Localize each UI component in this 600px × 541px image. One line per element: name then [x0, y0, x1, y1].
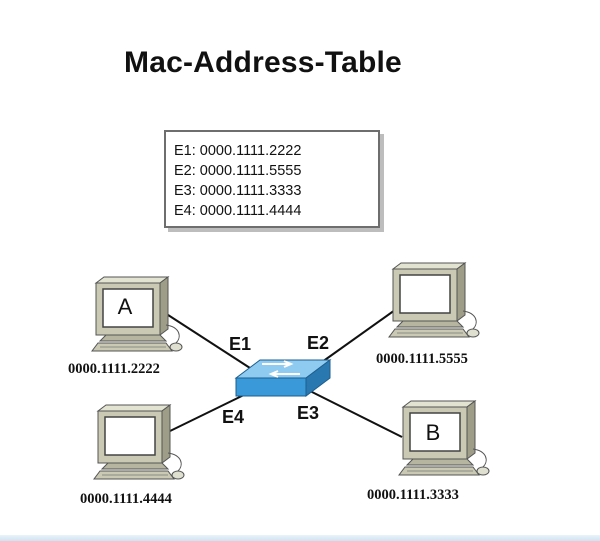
port-label-e1: E1 [229, 334, 252, 354]
port-label-e2: E2 [307, 333, 330, 353]
computer-a-letter: A [118, 294, 133, 319]
computer-a-icon [91, 276, 183, 352]
bottom-strip [0, 535, 600, 541]
diagram-title: Mac-Address-Table [124, 46, 402, 79]
host-b-mac: 0000.1111.3333 [367, 487, 459, 503]
port-label-e4: E4 [222, 407, 245, 427]
host-top-right-mac: 0000.1111.5555 [376, 351, 468, 367]
cable-e4 [167, 391, 251, 433]
mac-table-entry-e4: E4: 0000.1111.4444 [174, 203, 302, 219]
computer-b-icon [398, 400, 490, 476]
host-bottom-left-mac: 0000.1111.4444 [80, 491, 172, 507]
cable-e1 [164, 312, 251, 369]
host-a-mac: 0000.1111.2222 [68, 361, 160, 377]
cable-e3 [307, 389, 403, 438]
switch-icon [234, 359, 332, 397]
cable-e2 [321, 309, 396, 363]
computer-b-letter: B [426, 420, 441, 445]
computer-top-right-icon [388, 262, 480, 338]
mac-table-entry-e2: E2: 0000.1111.5555 [174, 163, 302, 179]
mac-address-table: E1: 0000.1111.2222 E2: 0000.1111.5555 E3… [164, 130, 380, 228]
port-label-e3: E3 [297, 403, 320, 423]
mac-table-entry-e1: E1: 0000.1111.2222 [174, 143, 302, 159]
mac-table-entry-e3: E3: 0000.1111.3333 [174, 183, 302, 199]
computer-bottom-left-icon [93, 404, 185, 480]
